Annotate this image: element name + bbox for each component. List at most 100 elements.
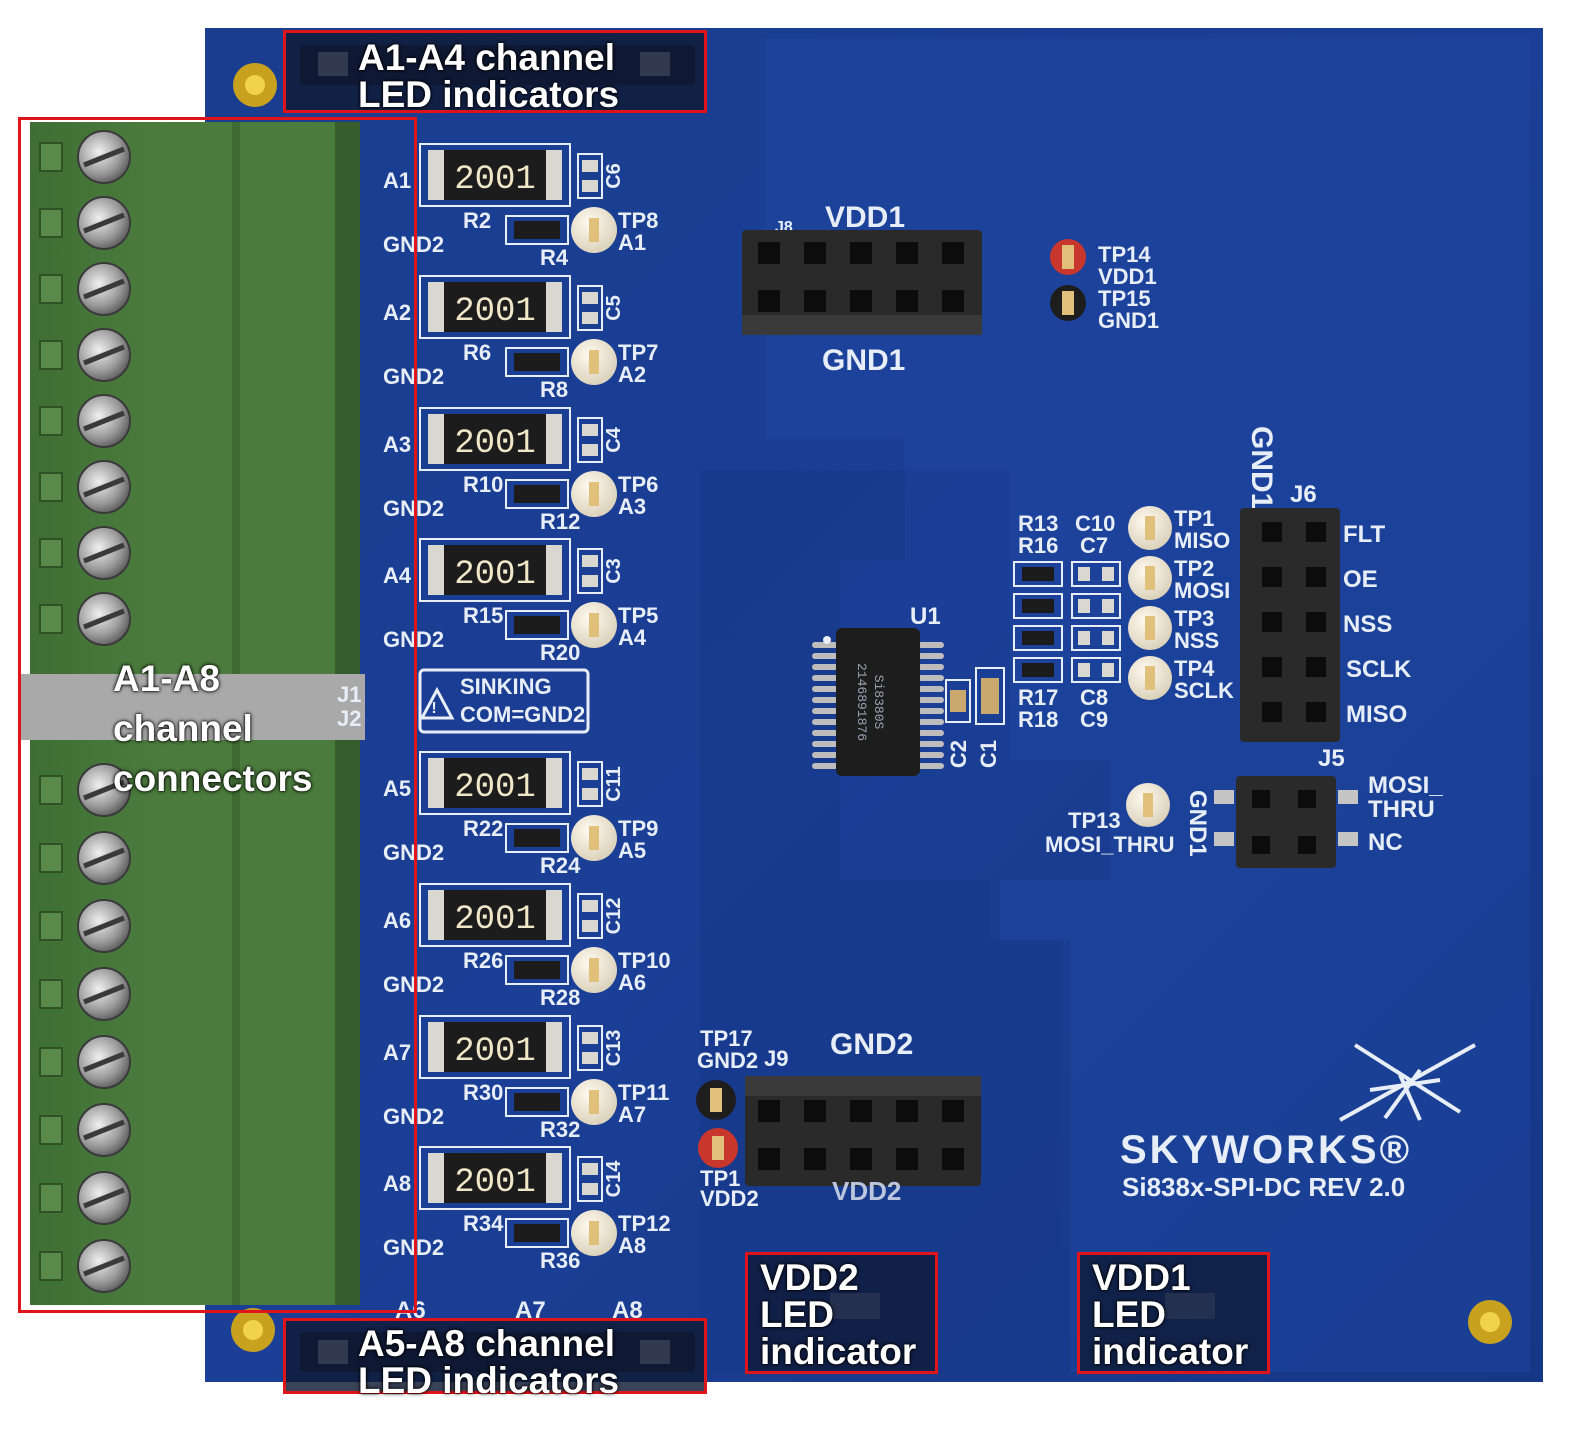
resistor-body xyxy=(428,282,562,332)
small-resistor-body xyxy=(514,221,560,239)
cap-pad xyxy=(582,180,598,192)
sinking-label: ! SINKING COM=GND2 xyxy=(418,668,590,734)
channel-pin-label: A5 xyxy=(383,776,411,801)
terminal-screws xyxy=(39,130,131,1293)
spi-cap-outline xyxy=(1071,657,1121,683)
chip-u1: Si8380S 2146891876 U1 xyxy=(812,603,944,776)
terminal-tab xyxy=(39,274,63,304)
callout-connectors-line-3: connectors xyxy=(113,758,313,799)
sinking-line-1: SINKING xyxy=(460,674,552,699)
resistor-value: 2001 xyxy=(454,293,536,331)
small-resistor-outline xyxy=(505,610,569,640)
resistor-outline xyxy=(419,143,571,207)
tp16-net: VDD2 xyxy=(700,1186,759,1211)
resistor-pad xyxy=(428,1153,444,1203)
testpoint-tp13: TP13 MOSI_THRU xyxy=(1045,783,1175,857)
spi-testpoint-pin xyxy=(1145,516,1155,540)
testpoint-pin xyxy=(589,1090,599,1114)
resistor-outline xyxy=(419,275,571,339)
terminal-tab xyxy=(39,604,63,634)
terminal-block-j2 xyxy=(30,740,360,1305)
testpoint-label: TP8 xyxy=(618,208,658,233)
resistor-body xyxy=(428,150,562,200)
terminal-tab xyxy=(39,340,63,370)
small-resistor-body xyxy=(514,961,560,979)
cap-ref: C4 xyxy=(603,426,625,452)
terminal-screw-slot xyxy=(83,1119,125,1141)
header-pin xyxy=(1306,567,1326,587)
terminal-screw-slot xyxy=(83,1255,125,1277)
small-resistor-outline xyxy=(505,479,569,509)
channel-gnd-label: GND2 xyxy=(383,840,444,865)
resistor-pad xyxy=(428,150,444,200)
tp14-label: TP14 xyxy=(1098,242,1151,267)
channel-pin-label: A3 xyxy=(383,432,411,457)
chip-pin xyxy=(918,730,944,736)
chip-pin xyxy=(812,653,838,659)
small-resistor-body xyxy=(514,1224,560,1242)
resistor-pad xyxy=(546,890,562,940)
chip-pin xyxy=(812,686,838,692)
j6-pin-label: FLT xyxy=(1343,521,1386,548)
header-pin xyxy=(1262,612,1282,632)
spi-testpoint-net: MISO xyxy=(1174,528,1230,553)
testpoint-channel: A1 xyxy=(618,230,646,255)
header-j8-bottom-label: GND1 xyxy=(822,344,905,377)
channel-pin-label: A2 xyxy=(383,300,411,325)
ref-c7: C7 xyxy=(1080,533,1108,558)
ref-r13: R13 xyxy=(1018,511,1058,536)
resistor-value: 2001 xyxy=(454,556,536,594)
cap-pad xyxy=(582,444,598,456)
small-resistor-ref: R32 xyxy=(540,1117,580,1142)
resistor-pad xyxy=(546,414,562,464)
resistor-value: 2001 xyxy=(454,425,536,463)
terminal-screw-slot xyxy=(83,608,125,630)
small-resistor-body xyxy=(514,829,560,847)
header-pin xyxy=(758,242,780,264)
terminal-screw-slot xyxy=(83,278,125,300)
chip-pin xyxy=(812,664,838,670)
channel-pin-label: A8 xyxy=(383,1171,411,1196)
ref-r18: R18 xyxy=(1018,707,1058,732)
spi-testpoint-pin xyxy=(1145,666,1155,690)
resistor-pad xyxy=(546,1153,562,1203)
tp13-net: MOSI_THRU xyxy=(1045,832,1175,857)
chip-pin xyxy=(918,664,944,670)
resistor-value: 2001 xyxy=(454,901,536,939)
resistor-value: 2001 xyxy=(454,1164,536,1202)
cap-ref: C11 xyxy=(603,766,625,802)
terminal-tab xyxy=(39,1251,63,1281)
tp14-net: VDD1 xyxy=(1098,264,1157,289)
header-pin xyxy=(896,1148,918,1170)
testpoint-pin xyxy=(589,350,599,374)
testpoints-vdd1: TP14 VDD1 TP15 GND1 xyxy=(1050,239,1159,333)
header-pin xyxy=(1262,702,1282,722)
callout-vdd1-line-2: LED xyxy=(1092,1294,1166,1335)
small-resistor-body xyxy=(514,353,560,371)
cap-pad xyxy=(582,1183,598,1195)
sinking-line-2: COM=GND2 xyxy=(460,702,585,727)
channel-gnd-label: GND2 xyxy=(383,972,444,997)
cap-pad xyxy=(582,555,598,567)
small-resistor-ref: R36 xyxy=(540,1248,580,1273)
testpoint-pin xyxy=(589,1221,599,1245)
resistor-pad xyxy=(428,1022,444,1072)
chip-pin xyxy=(918,719,944,725)
tp15-label: TP15 xyxy=(1098,286,1151,311)
ref-c2: C2 xyxy=(946,740,971,768)
resistor-value: 2001 xyxy=(454,769,536,807)
spi-cap-pad xyxy=(1102,631,1114,645)
callout-top-led-indicators: A1-A4 channel LED indicators xyxy=(283,30,707,113)
resistor-outline xyxy=(419,538,571,602)
ref-r17: R17 xyxy=(1018,685,1058,710)
header-pin xyxy=(804,1100,826,1122)
testpoint-pin xyxy=(589,482,599,506)
terminal-screw-slot xyxy=(83,212,125,234)
resistor-pad xyxy=(546,282,562,332)
resistor-pad xyxy=(546,150,562,200)
channel-gnd-label: GND2 xyxy=(383,232,444,257)
testpoint-label: TP11 xyxy=(618,1080,669,1105)
